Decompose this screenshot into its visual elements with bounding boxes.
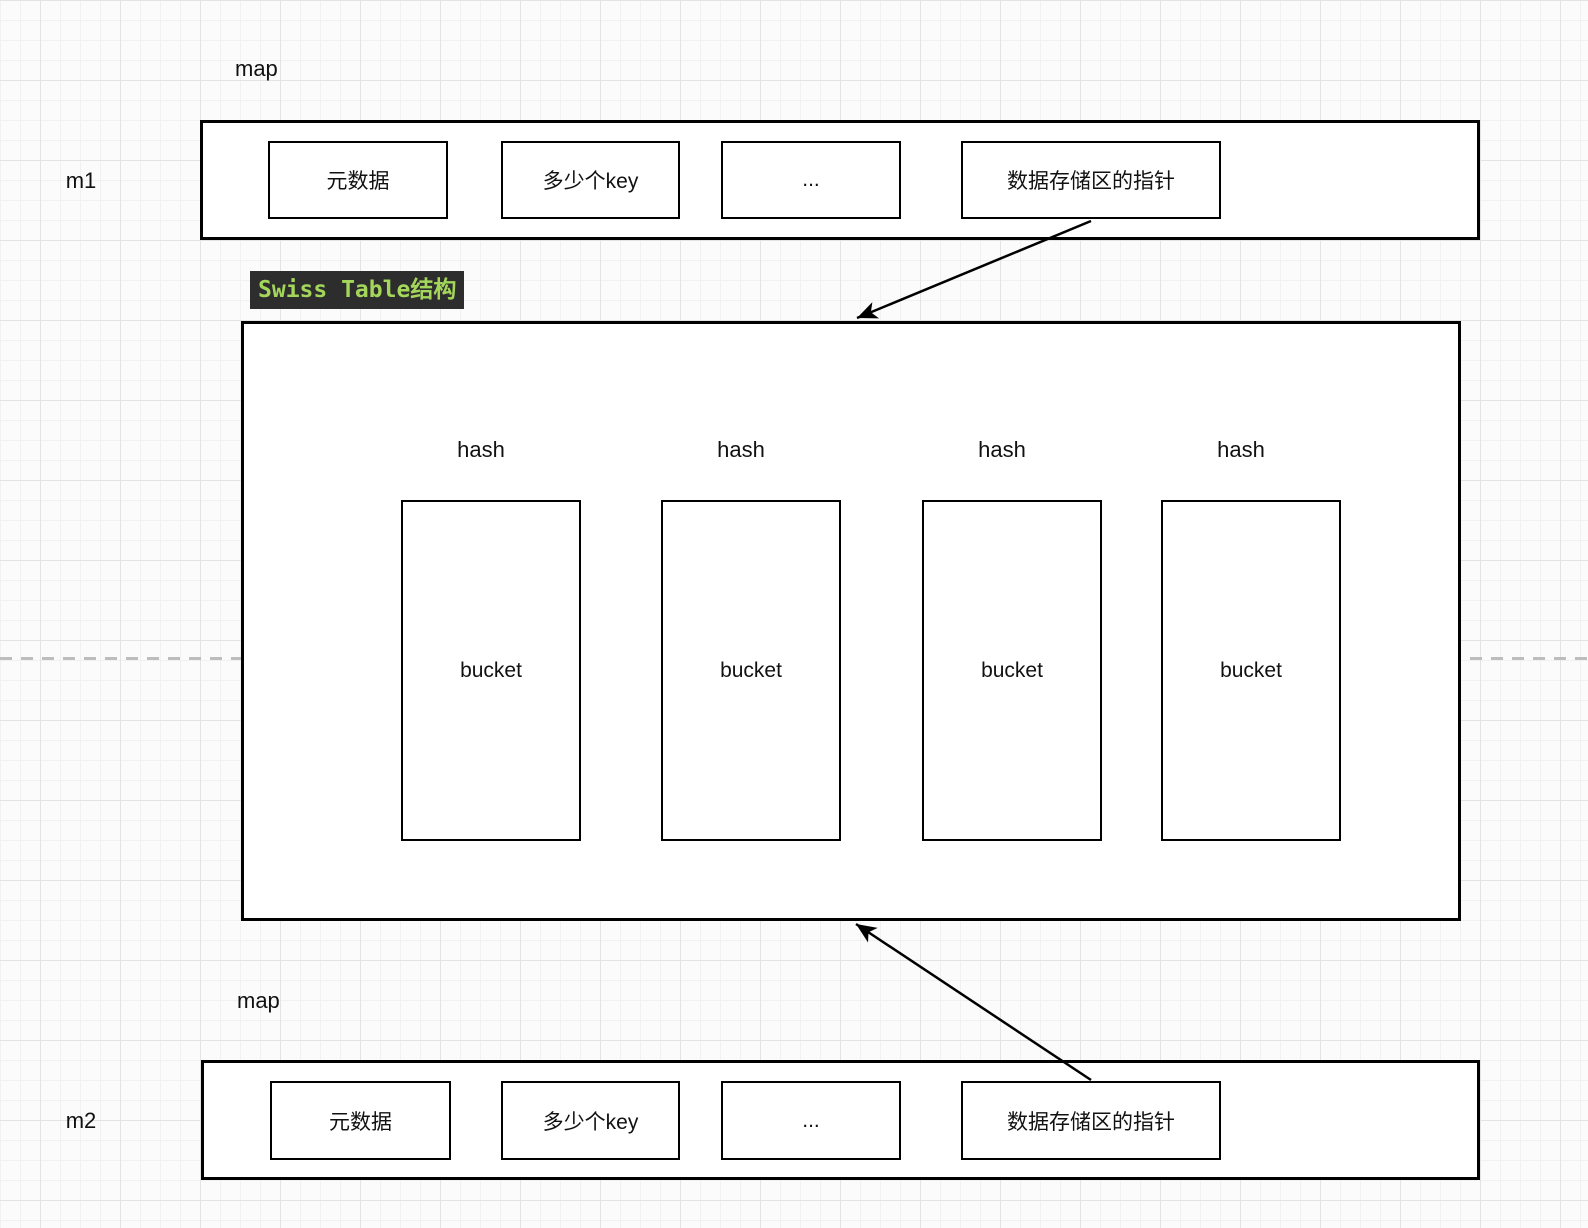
m2-cell-ellipsis-label: ...: [802, 1108, 820, 1132]
m1-map-title: map: [235, 56, 278, 81]
bucket-box-3[interactable]: bucket: [922, 500, 1102, 841]
hash-label-2: hash: [717, 437, 765, 462]
m2-cell-data-pointer[interactable]: 数据存储区的指针: [961, 1081, 1221, 1160]
bucket-label-4: bucket: [1220, 658, 1282, 682]
bucket-box-1[interactable]: bucket: [401, 500, 581, 841]
m2-struct-box[interactable]: [201, 1060, 1480, 1180]
m1-cell-ellipsis-label: ...: [802, 168, 820, 191]
m2-cell-metadata[interactable]: 元数据: [270, 1081, 451, 1160]
hash-label-1: hash: [457, 437, 505, 462]
m2-cell-data-pointer-label: 数据存储区的指针: [1007, 1110, 1175, 1134]
m1-cell-metadata[interactable]: 元数据: [268, 141, 448, 219]
m1-cell-key-count[interactable]: 多少个key: [501, 141, 680, 219]
m1-cell-data-pointer-label: 数据存储区的指针: [1007, 170, 1175, 193]
m2-cell-ellipsis[interactable]: ...: [721, 1081, 901, 1160]
m2-map-title: map: [237, 988, 280, 1013]
bucket-label-3: bucket: [981, 658, 1043, 682]
bucket-box-4[interactable]: bucket: [1161, 500, 1341, 841]
hash-label-3: hash: [978, 437, 1026, 462]
m1-instance-label: m1: [65, 168, 97, 193]
m1-cell-key-count-label: 多少个key: [542, 170, 639, 193]
bucket-label-2: bucket: [720, 658, 782, 682]
m2-cell-metadata-label: 元数据: [329, 1110, 392, 1134]
m1-cell-metadata-label: 元数据: [326, 170, 390, 193]
m1-cell-data-pointer[interactable]: 数据存储区的指针: [961, 141, 1221, 219]
hash-label-4: hash: [1217, 437, 1265, 462]
swiss-table-badge[interactable]: Swiss Table结构: [250, 271, 465, 309]
m2-instance-label: m2: [65, 1108, 97, 1133]
bucket-box-2[interactable]: bucket: [661, 500, 841, 841]
m1-cell-ellipsis[interactable]: ...: [721, 141, 901, 219]
m2-cell-key-count-label: 多少个key: [542, 1110, 639, 1134]
m2-cell-key-count[interactable]: 多少个key: [501, 1081, 680, 1160]
bucket-label-1: bucket: [460, 658, 522, 682]
